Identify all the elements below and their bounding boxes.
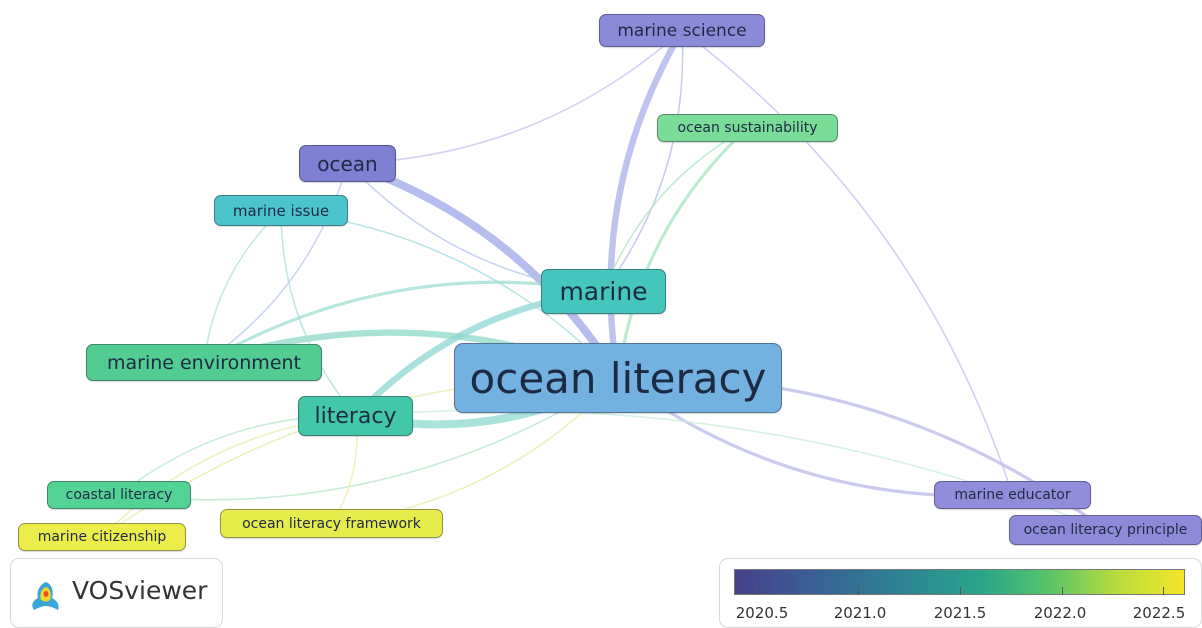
node-ocean-literacy-principle[interactable]: ocean literacy principle <box>1009 515 1202 545</box>
node-marine[interactable]: marine <box>541 269 666 314</box>
node-marine-citizenship[interactable]: marine citizenship <box>18 523 186 551</box>
vosviewer-label: VOSviewer <box>72 576 208 605</box>
node-label: ocean <box>317 151 378 176</box>
node-marine-issue[interactable]: marine issue <box>214 195 348 226</box>
node-coastal-literacy[interactable]: coastal literacy <box>47 481 191 509</box>
node-label: marine environment <box>106 351 302 374</box>
legend-tick-label: 2021.5 <box>933 604 987 622</box>
legend-tick-mark <box>1163 587 1164 595</box>
node-label: ocean literacy principle <box>1023 522 1188 538</box>
node-literacy[interactable]: literacy <box>298 396 413 436</box>
node-ocean-literacy-framework[interactable]: ocean literacy framework <box>220 509 443 538</box>
link-marine-marine-science <box>602 29 684 293</box>
link-ocean-literacy-marine-science <box>607 27 686 382</box>
legend-tick-label: 2022.5 <box>1132 604 1186 622</box>
node-ocean-sustainability[interactable]: ocean sustainability <box>657 114 838 142</box>
node-label: ocean sustainability <box>677 120 818 136</box>
link-literacy-marine-issue <box>280 209 357 417</box>
node-marine-educator[interactable]: marine educator <box>934 481 1091 509</box>
link-ocean-literacy-ocean-sustainability <box>616 126 750 380</box>
legend-tick-label: 2021.0 <box>833 604 887 622</box>
link-literacy-ocean-literacy-principle <box>354 409 1107 531</box>
legend-tick-mark <box>960 587 961 595</box>
legend-tick-mark <box>858 587 859 595</box>
legend-tick-mark <box>1062 587 1063 595</box>
link-ocean-literacy-coastal-literacy <box>118 377 619 501</box>
legend-tick-label: 2020.5 <box>735 604 789 622</box>
node-ocean-literacy[interactable]: ocean literacy <box>454 343 782 413</box>
link-marine-environment-ocean <box>203 162 349 364</box>
node-label: ocean literacy framework <box>242 515 421 532</box>
node-label: ocean literacy <box>469 353 767 403</box>
color-scale-bar <box>734 569 1185 595</box>
node-marine-environment[interactable]: marine environment <box>86 344 322 381</box>
node-label: marine <box>559 277 648 306</box>
link-marine-environment-marine-issue <box>203 209 282 364</box>
node-label: marine citizenship <box>37 529 167 545</box>
link-marine-ocean-sustainability <box>602 127 749 293</box>
node-ocean[interactable]: ocean <box>299 145 396 182</box>
node-label: marine issue <box>232 201 330 220</box>
node-label: marine educator <box>954 487 1071 503</box>
link-ocean-marine-science <box>346 29 683 165</box>
node-label: marine science <box>617 20 747 41</box>
vosviewer-logo-icon <box>32 582 59 610</box>
node-marine-science[interactable]: marine science <box>599 14 765 47</box>
node-label: coastal literacy <box>65 487 173 503</box>
legend-tick-label: 2022.0 <box>1033 604 1087 622</box>
legend-tick-mark <box>756 587 757 595</box>
link-marine-educator-marine-science <box>681 29 1014 496</box>
node-label: literacy <box>314 403 397 429</box>
